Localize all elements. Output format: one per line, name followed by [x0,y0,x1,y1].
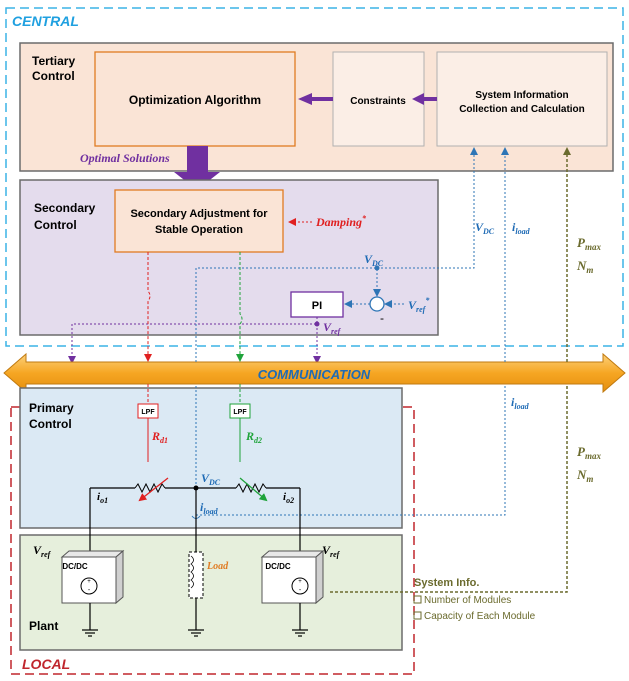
secondary-adjustment-line2: Stable Operation [155,224,243,236]
plant-vref-left: Vref [33,543,52,559]
vdc-branch-node [374,265,380,271]
plant-title: Plant [29,619,58,633]
rd1-label: Rd1 [151,429,168,445]
secondary-adjustment-line1: Secondary Adjustment for [130,208,268,220]
optimal-solutions-label: Optimal Solutions [80,151,170,165]
secondary-adjustment-box [114,189,284,253]
system-information-label-line1: System Information [475,90,568,101]
dcdc-converter-1: + - [60,549,125,605]
lpf-label-2: LPF [233,409,247,416]
checkbox-icon-1 [413,595,422,604]
primary-control-panel [19,387,403,529]
system-info-item-2: Capacity of Each Module [424,611,536,622]
svg-text:+: + [298,579,302,585]
vref-star-label: Vref* [408,296,430,314]
rd2-variable-arrow [239,477,268,502]
pi-label: PI [312,300,322,312]
summing-junction [369,296,385,312]
central-vdc-label: VDC [475,220,495,236]
iload-line-local [196,384,506,516]
primary-title-line2: Control [29,417,72,431]
system-info-line-local [330,384,568,593]
optimization-algorithm-label: Optimization Algorithm [129,93,261,107]
rd2-label: Rd2 [245,429,262,445]
communication-label: COMMUNICATION [258,367,371,382]
secondary-vdc-label: VDC [364,252,384,268]
summing-minus-sign: - [380,311,384,325]
svg-text:-: - [299,587,302,594]
optimization-algorithm-box [94,51,296,147]
optimal-solutions-arrow [174,146,220,190]
damping-label: Damping* [315,214,367,229]
resistor-2 [235,482,267,494]
secondary-title-line2: Control [34,218,77,232]
svg-text:+: + [87,579,91,585]
dcdc-converter-2: + - [260,549,325,605]
tertiary-title-line1: Tertiary [32,54,75,68]
dcdc-label-2: DC/DC [265,562,291,571]
system-information-label-line2: Collection and Calculation [459,104,585,115]
plant-vref-right: Vref [322,543,341,559]
vdc-to-sysinfo [377,147,478,269]
vdc-feedback-line-central [195,267,381,362]
io1-label: io1 [97,491,108,505]
central-zone-border [5,7,624,347]
lpf-label-1: LPF [141,409,155,416]
primary-iload-label: iload [200,500,219,516]
pi-output-vref-line [68,317,318,364]
local-pmax-label: Pmax [577,444,601,461]
tertiary-title-line2: Control [32,69,75,83]
central-zone-label: CENTRAL [12,13,79,29]
rd1-variable-arrow [138,477,169,502]
primary-title-line1: Primary [29,401,74,415]
checkbox-icon-2 [413,611,422,620]
constraints-label: Constraints [350,96,406,107]
secondary-vref-label: Vref [323,320,342,336]
central-pmax-label: Pmax [577,235,601,252]
load-element [188,551,204,599]
local-nm-label: Nm [576,467,593,484]
load-label: Load [206,561,229,572]
ground-symbol-2 [188,598,204,637]
local-zone-label: LOCAL [22,656,70,672]
dcdc-label-1: DC/DC [62,562,88,571]
central-nm-label: Nm [576,258,593,275]
rd2-signal-line [236,252,244,362]
secondary-title-line1: Secondary [34,201,96,215]
local-iload-label: iload [511,395,530,411]
primary-vdc-label: VDC [201,471,221,487]
central-iload-label: iload [512,220,531,236]
system-info-item-1: Number of Modules [424,595,511,606]
io2-label: io2 [283,491,294,505]
ground-symbol-3 [292,603,308,637]
communication-bus [3,352,626,394]
ground-symbol-1 [82,603,98,637]
svg-text:-: - [88,587,91,594]
system-info-title: System Info. [414,577,479,589]
